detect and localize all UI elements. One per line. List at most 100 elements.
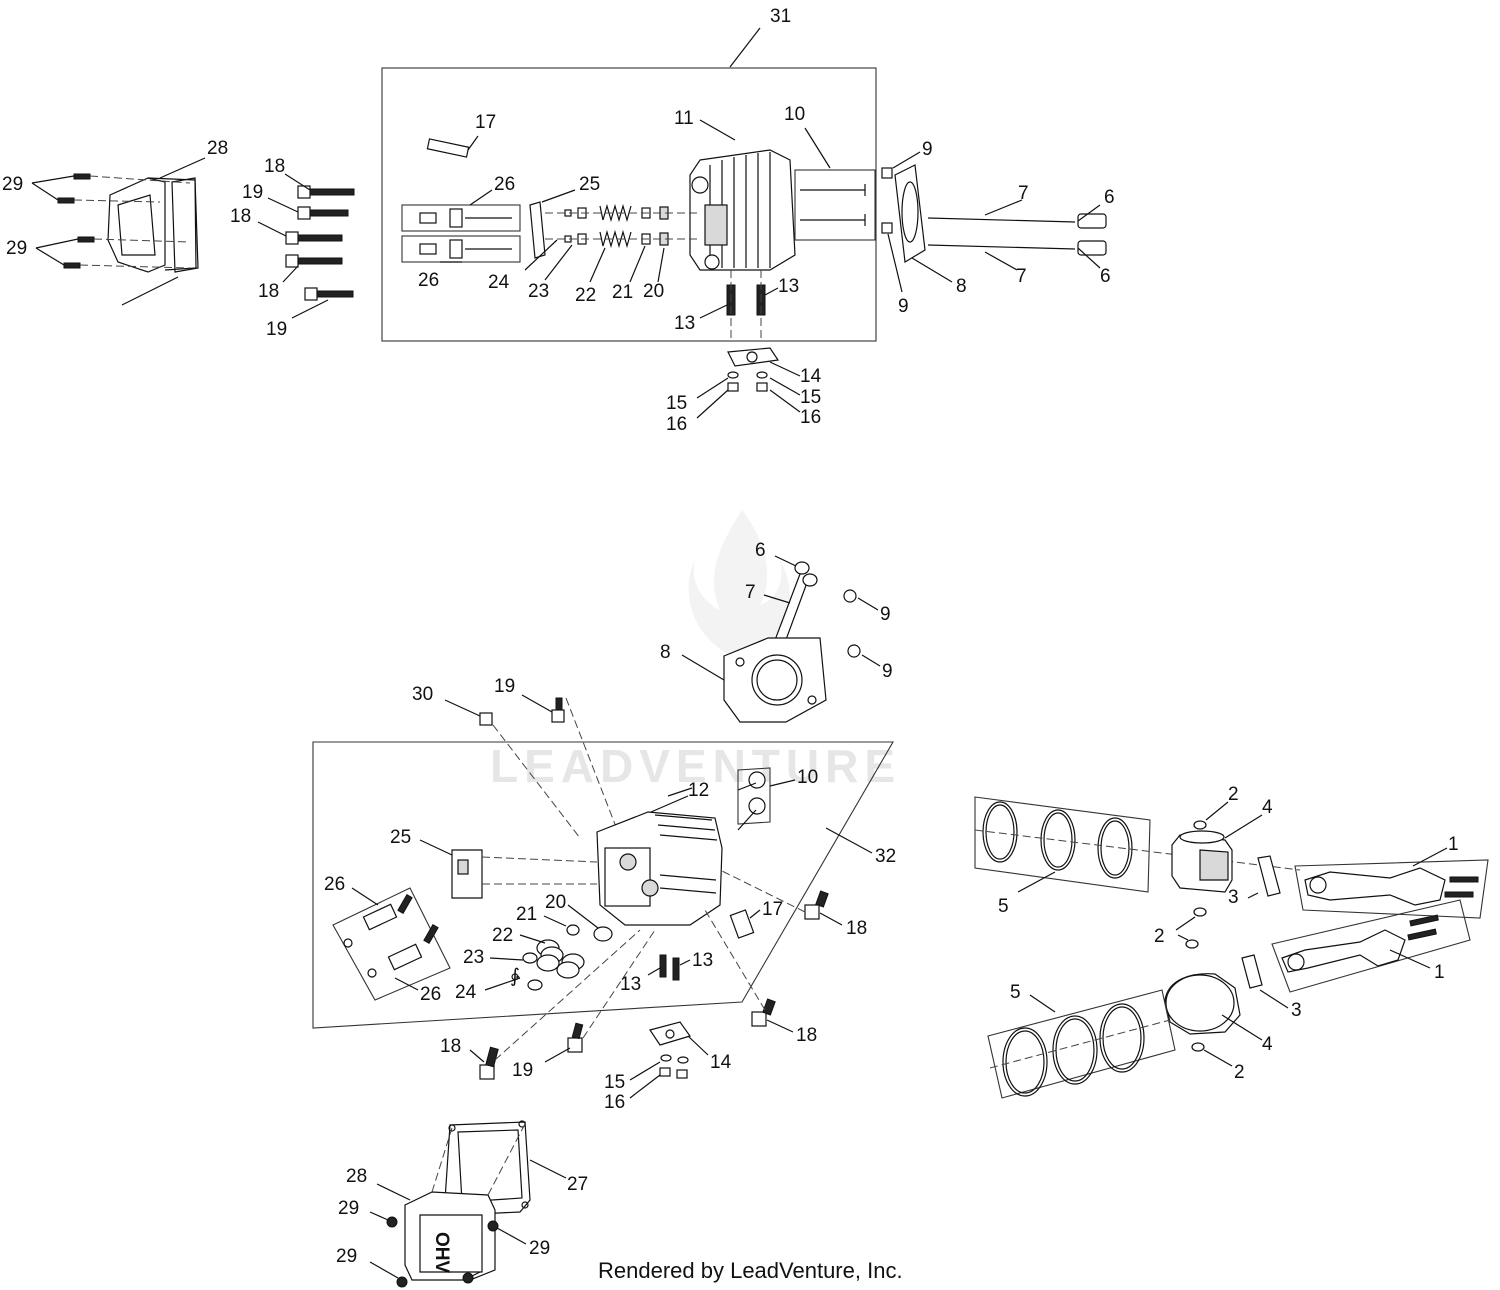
callout-26-upper: 26 — [494, 174, 515, 195]
bolt-18-right-b — [751, 998, 794, 1033]
callout-4-upper: 4 — [1262, 797, 1273, 818]
callout-28: 28 — [207, 138, 228, 159]
dowel-9-iso-a — [843, 589, 857, 603]
callout-20-iso: 20 — [545, 892, 566, 913]
callout-19-iso-bottom: 19 — [512, 1060, 533, 1081]
cover-screws-29 — [31, 173, 191, 269]
middle-assembly: ∳ — [312, 540, 896, 1113]
callout-26-lower: 26 — [418, 270, 439, 291]
callout-19-iso-top: 19 — [494, 676, 515, 697]
retainer-glyph: ∳ — [510, 966, 520, 987]
callout-2-d: 2 — [1234, 1062, 1245, 1083]
callout-19-a: 19 — [242, 182, 263, 203]
callout-6-upper: 6 — [1104, 187, 1115, 208]
callout-9-iso-a: 9 — [880, 604, 891, 625]
callout-18-a: 18 — [264, 156, 285, 177]
callout-18-iso-a: 18 — [846, 918, 867, 939]
lifters-6 — [1077, 204, 1107, 269]
connecting-rod-1-lower — [1271, 899, 1471, 993]
callout-18-c: 18 — [258, 281, 279, 302]
callout-14: 14 — [800, 366, 822, 387]
callout-9-upper: 9 — [922, 139, 933, 160]
callout-15-right: 15 — [800, 387, 821, 408]
callout-27-iso: 27 — [567, 1174, 588, 1195]
piston-4-lower — [1164, 973, 1263, 1041]
callout-10-iso: 10 — [797, 767, 818, 788]
callout-3-lower: 3 — [1291, 1000, 1302, 1021]
callout-9-iso-b: 9 — [882, 661, 893, 682]
callout-10: 10 — [784, 104, 805, 125]
valve-cover-28-iso: OHV — [376, 1123, 526, 1281]
assembly-31-box — [381, 67, 877, 342]
callout-24: 24 — [488, 272, 510, 293]
callout-22-iso: 22 — [492, 925, 513, 946]
piston-rings-5-upper — [974, 796, 1301, 893]
callout-13-iso-left: 13 — [620, 974, 641, 995]
callout-15-left: 15 — [666, 393, 687, 414]
callout-28-iso: 28 — [346, 1166, 367, 1187]
callout-16-left: 16 — [666, 414, 687, 435]
callout-16-right: 16 — [800, 407, 821, 428]
piston-pin-3-lower — [1241, 954, 1289, 1009]
top-assembly: 31 17 11 10 9 28 29 29 18 19 18 18 19 26… — [2, 6, 1115, 435]
callout-15-iso: 15 — [604, 1072, 625, 1093]
guide-plate-25 — [529, 201, 546, 259]
callout-25-iso: 25 — [390, 827, 411, 848]
ohv-logo: OHV — [431, 1232, 452, 1274]
callout-13-right: 13 — [778, 276, 799, 297]
callout-21: 21 — [612, 282, 633, 303]
callout-29-b: 29 — [6, 238, 27, 259]
guide-plate-25-iso — [419, 839, 598, 899]
dowel-9-upper — [881, 167, 893, 179]
callout-14-iso: 14 — [710, 1052, 732, 1073]
callout-18-b: 18 — [230, 206, 251, 227]
dowel-9-lower — [881, 222, 893, 234]
exhaust-gasket-14 — [727, 347, 801, 377]
callout-9-lower: 9 — [898, 296, 909, 317]
valve-cover-28 — [107, 157, 206, 273]
callout-20: 20 — [643, 281, 664, 302]
piston-assembly: 2 4 1 5 3 2 2 1 5 3 4 2 — [974, 784, 1489, 1099]
valve-train — [524, 203, 700, 283]
connecting-rod-1-upper — [1294, 847, 1489, 919]
callout-6-lower: 6 — [1100, 266, 1111, 287]
callout-17: 17 — [475, 112, 496, 133]
callout-5-upper: 5 — [998, 896, 1009, 917]
valves-10 — [794, 127, 876, 241]
rocker-arms-26-iso — [332, 887, 451, 1001]
piston-rings-5-lower — [987, 989, 1176, 1099]
studs-13-iso — [647, 954, 691, 981]
watermark-text: LEADVENTURE — [490, 740, 901, 792]
callout-8-iso: 8 — [660, 642, 671, 663]
callout-12: 12 — [688, 780, 709, 801]
push-rods-7-iso — [763, 555, 818, 646]
callout-16-iso: 16 — [604, 1092, 625, 1113]
push-rods-7 — [927, 199, 1076, 271]
piston-pin-3-upper — [1247, 855, 1281, 899]
head-gasket-8-iso — [681, 637, 827, 723]
callout-26-iso-lower: 26 — [420, 984, 441, 1005]
callout-24-iso: 24 — [455, 982, 477, 1003]
callout-23: 23 — [528, 281, 549, 302]
dowel-9-iso-b — [847, 644, 861, 658]
piston-4-upper — [1171, 814, 1263, 893]
assembly-32-box — [312, 741, 894, 1029]
callout-8: 8 — [956, 276, 967, 297]
callout-22: 22 — [575, 285, 596, 306]
footer-credit: Rendered by LeadVenture, Inc. — [598, 1258, 903, 1283]
callout-18-iso-left: 18 — [440, 1036, 461, 1057]
plug-30 — [444, 699, 493, 726]
bolt-19-bottom — [544, 1022, 584, 1063]
washers-nuts — [696, 371, 801, 419]
clip-2-b — [1193, 907, 1207, 917]
callout-23-iso: 23 — [463, 947, 484, 968]
head-gasket-8 — [894, 164, 953, 283]
bolt-18-right-a — [804, 890, 843, 926]
callout-29-iso-c: 29 — [336, 1246, 357, 1267]
callout-13-iso-right: 13 — [692, 950, 713, 971]
callout-6-iso: 6 — [755, 540, 766, 561]
callout-29-iso-a: 29 — [338, 1198, 359, 1219]
bolt-19-top — [521, 694, 565, 723]
cylinder-head-12 — [596, 787, 723, 926]
callout-1-upper: 1 — [1448, 834, 1459, 855]
